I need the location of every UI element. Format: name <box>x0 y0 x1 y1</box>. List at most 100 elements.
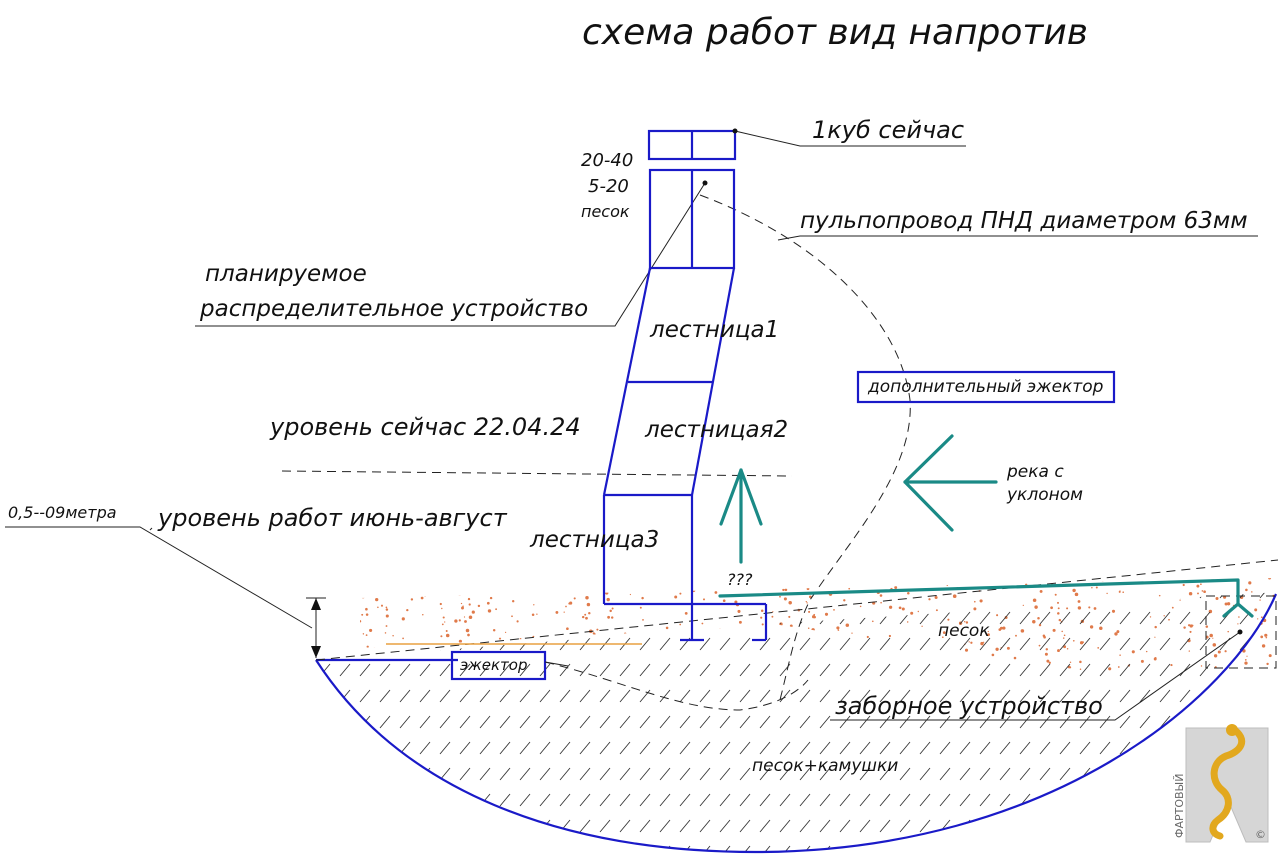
hatch-stroke <box>619 663 631 677</box>
lizard-logo-icon <box>1209 724 1246 840</box>
sand-speck <box>946 584 949 586</box>
hatch-stroke <box>679 715 691 729</box>
sand-speck <box>947 618 950 621</box>
hatch-stroke <box>540 560 550 572</box>
hatch-stroke <box>319 637 331 651</box>
hatch-stroke <box>419 611 431 625</box>
hatch-stroke <box>1159 663 1171 677</box>
hatch-stroke <box>1119 663 1131 677</box>
sand-speck <box>1246 655 1248 657</box>
sand-speck <box>779 595 781 598</box>
sand-speck <box>1038 623 1042 627</box>
hatch-stroke <box>1139 715 1151 729</box>
hatch-stroke <box>779 767 791 781</box>
hatch-stroke <box>499 663 511 677</box>
sand-speck <box>917 610 919 613</box>
sand-speck <box>583 585 586 588</box>
sand-speck <box>1072 588 1076 593</box>
hatch-stroke <box>1139 819 1151 833</box>
sand-speck <box>813 615 816 619</box>
hatch-stroke <box>959 611 971 625</box>
hatch-stroke <box>1059 845 1071 853</box>
sand-speck <box>1072 580 1075 582</box>
sand-speck <box>983 641 985 643</box>
sand-speck <box>1149 616 1152 618</box>
sand-speck <box>672 643 676 647</box>
hatch-stroke <box>919 637 931 651</box>
hatch-stroke <box>939 793 951 807</box>
hatch-stroke <box>1019 637 1031 651</box>
sand-speck <box>605 646 610 650</box>
hatch-stroke <box>1259 845 1271 853</box>
hatch-stroke <box>1099 715 1111 729</box>
hatch-stroke <box>1099 689 1111 703</box>
hatch-stroke <box>1099 663 1111 677</box>
hatch-stroke <box>879 793 891 807</box>
hatch-stroke <box>1079 741 1091 755</box>
sand-speck <box>787 585 791 589</box>
hatch-stroke <box>879 611 891 625</box>
hatch-stroke <box>840 560 850 572</box>
hatch-stroke <box>960 560 970 572</box>
sand-speck <box>821 649 824 653</box>
hatch-stroke <box>739 663 751 677</box>
hatch-stroke <box>939 611 951 625</box>
sand-speck <box>701 622 704 625</box>
watermark-logo: ФАРТОВЫЙ © <box>1173 724 1269 843</box>
hatch-stroke <box>339 663 351 677</box>
hatch-stroke <box>1179 663 1191 677</box>
hatch-stroke <box>1119 741 1131 755</box>
sand-speck <box>819 632 822 635</box>
sand-speck <box>683 636 686 639</box>
sand-speck <box>374 648 377 651</box>
hatch-stroke <box>300 794 310 806</box>
hatch-stroke <box>519 689 531 703</box>
depth-arrow-top <box>311 598 321 610</box>
hatch-stroke <box>559 845 571 853</box>
sand-speck <box>921 625 923 627</box>
sand-speck <box>611 616 614 619</box>
sand-speck <box>1254 608 1258 612</box>
sand-speck <box>1038 644 1041 647</box>
hatch-stroke <box>1179 592 1191 599</box>
hatch-stroke <box>739 819 751 833</box>
hatch-stroke <box>1079 845 1091 853</box>
sand-small-label: песок <box>581 202 630 221</box>
hatch-stroke <box>1039 767 1051 781</box>
hatch-stroke <box>859 767 871 781</box>
hatch-stroke <box>799 637 811 651</box>
hatch-stroke <box>459 793 471 807</box>
hatch-stroke <box>859 845 871 853</box>
hatch-stroke <box>699 592 711 599</box>
hatch-stroke <box>1159 793 1171 807</box>
hatch-stroke <box>719 637 731 651</box>
sand-speck <box>1052 628 1056 632</box>
hatch-stroke <box>1059 637 1071 651</box>
sand-speck <box>952 594 957 598</box>
hatch-stroke <box>799 611 811 625</box>
hatch-stroke <box>979 637 991 651</box>
hatch-stroke <box>1239 689 1251 703</box>
sand-speck <box>693 652 697 656</box>
sand-speck <box>458 639 462 643</box>
sand-speck <box>1077 606 1082 610</box>
sand-speck <box>761 580 765 584</box>
hatch-stroke <box>419 592 431 599</box>
sand-speck <box>585 596 589 600</box>
hatch-stroke <box>959 689 971 703</box>
hatch-stroke <box>1019 845 1031 853</box>
sand-speck <box>1077 600 1081 603</box>
hatch-stroke <box>779 741 791 755</box>
sand-speck <box>375 597 379 602</box>
sand-speck <box>1257 618 1259 620</box>
sand-speck <box>934 595 938 600</box>
sand-speck <box>802 583 805 587</box>
sand-speck <box>1136 578 1139 579</box>
sand-speck <box>365 634 368 636</box>
sand-speck <box>519 638 522 640</box>
sand-speck <box>877 576 879 578</box>
hatch-stroke <box>579 845 591 853</box>
sand-speck <box>1054 593 1057 596</box>
ladder3-label: лестница3 <box>529 527 659 553</box>
hatch-stroke <box>999 663 1011 677</box>
